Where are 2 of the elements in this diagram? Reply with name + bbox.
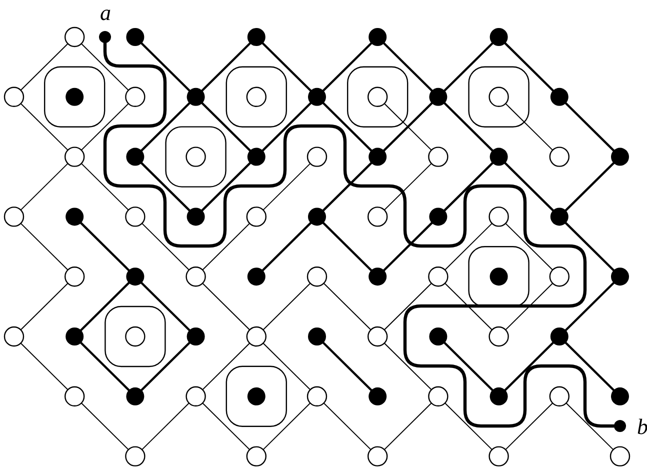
point-label: a bbox=[100, 2, 111, 24]
point-label: b bbox=[637, 416, 647, 438]
